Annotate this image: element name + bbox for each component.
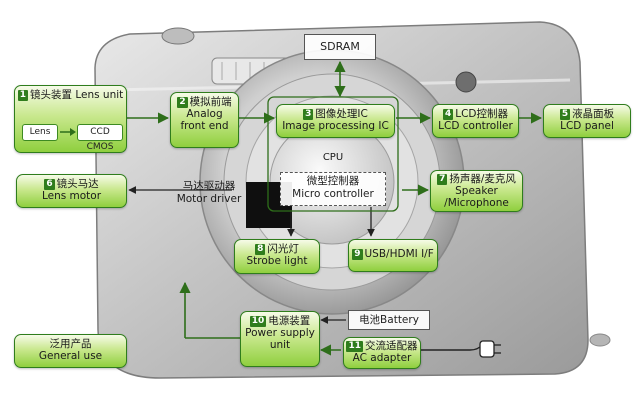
ccd-cmos-sub-box: CCD CMOS (77, 124, 123, 152)
lens-motor-title: 镜头马达 (56, 178, 99, 190)
motor-driver-label: 马达驱动器 Motor driver (174, 180, 244, 205)
af-assist-lamp (455, 71, 477, 93)
lens-sub-label: Lens (29, 127, 51, 137)
power-supply-number: 10 (249, 316, 267, 327)
image-processing-ic-line2: Image processing IC (282, 120, 389, 133)
battery-label: 电池Battery (359, 314, 419, 326)
lcd-panel-title: 液晶面板 (572, 108, 615, 120)
lcd-panel-line2: LCD panel (560, 120, 614, 133)
usb-hdmi-number: 9 (352, 249, 363, 260)
general-use-title: 泛用产品 (49, 338, 92, 350)
speaker-microphone-title: 扬声器/麦克风 (449, 173, 516, 185)
lens-sub-box: Lens (22, 124, 58, 141)
micro-controller-box: 微型控制器 Micro controller (280, 172, 386, 206)
speaker-microphone-line2: Speaker (455, 185, 498, 198)
ac-adapter-number: 11 (346, 341, 364, 352)
image-processing-ic-title: 图像处理IC (315, 108, 368, 120)
analog-front-end-line2: Analog (186, 108, 223, 121)
shutter-button (161, 27, 195, 45)
cpu-label: CPU (322, 152, 344, 163)
power-supply-title: 电源装置 (268, 315, 311, 327)
ccd-cmos-label: CCD CMOS (86, 127, 114, 152)
image-processing-ic-number: 3 (303, 109, 314, 120)
analog-front-end-number: 2 (177, 97, 188, 108)
lcd-controller-line2: LCD controller (438, 120, 513, 133)
lens-unit-title: 镜头装置 Lens unit (29, 89, 124, 101)
lcd-panel-number: 5 (559, 109, 571, 120)
power-supply-line3: unit (269, 339, 291, 352)
strobe-light-title: 闪光灯 (267, 243, 299, 255)
lcd-controller-title: LCD控制器 (455, 108, 509, 120)
strobe-light-line2: Strobe light (246, 255, 308, 268)
sdram-box: SDRAM (304, 34, 376, 60)
ac-adapter-line2: AC adapter (352, 352, 412, 365)
power-supply-line2: Power supply (245, 327, 315, 340)
strobe-light-number: 8 (255, 244, 266, 255)
general-use-line2: General use (38, 350, 103, 363)
general-use-box: 泛用产品 General use (14, 334, 127, 368)
battery-box: 电池Battery (348, 310, 430, 330)
micro-controller-title: 微型控制器 (306, 175, 360, 187)
lens-motor-line2: Lens motor (41, 190, 102, 203)
lens-unit-number: 1 (17, 90, 28, 101)
lcd-controller-number: 4 (442, 109, 454, 120)
motor-driver-line2: Motor driver (176, 192, 242, 205)
analog-front-end-line3: front end (180, 120, 229, 133)
ac-adapter-title: 交流适配器 (365, 340, 418, 352)
speaker-microphone-line3: /Microphone (444, 197, 509, 210)
analog-front-end-title: 模拟前端 (189, 96, 232, 108)
lens-motor-number: 6 (44, 179, 55, 190)
micro-controller-line2: Micro controller (292, 187, 374, 200)
lens-to-ccd-arrow (60, 128, 76, 136)
motor-driver-title: 马达驱动器 (182, 180, 236, 192)
sdram-label: SDRAM (320, 40, 360, 53)
usb-hdmi-title: USB/HDMI I/F (364, 248, 434, 260)
speaker-microphone-number: 7 (437, 174, 448, 185)
